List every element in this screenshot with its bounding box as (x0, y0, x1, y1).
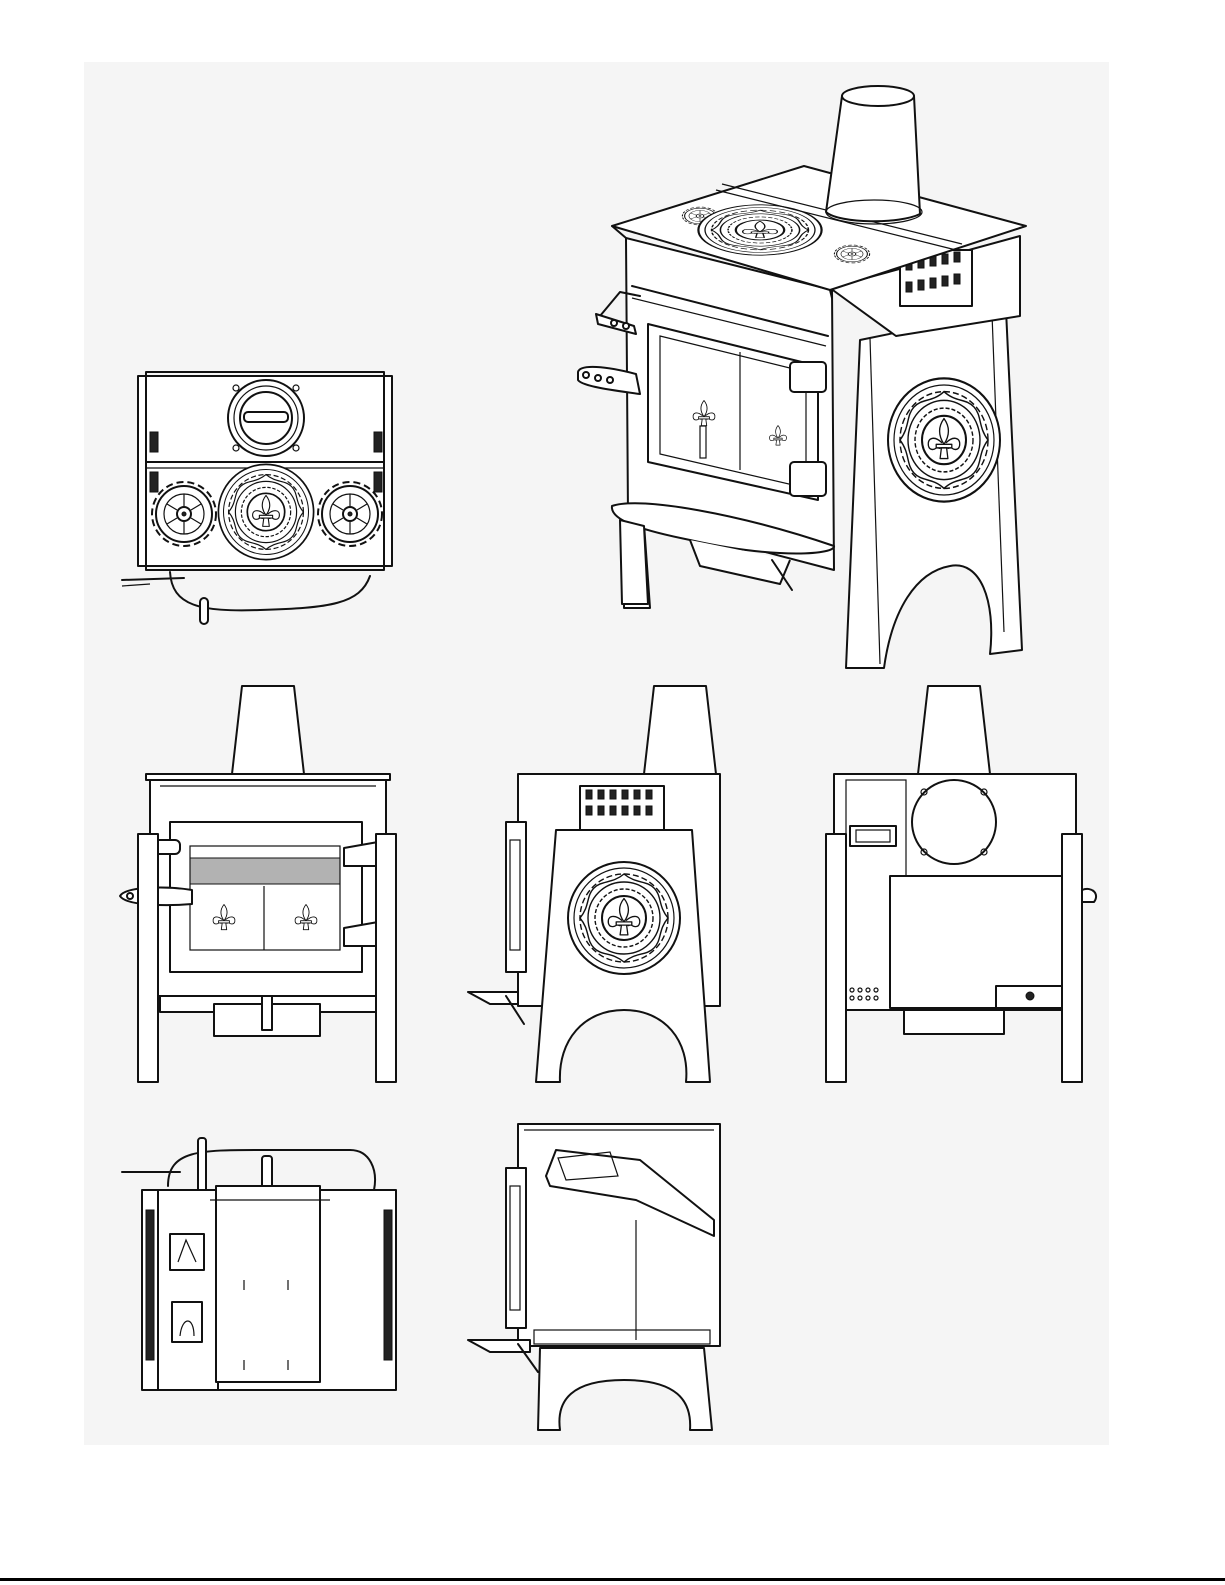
stove-bottom-view-icon (122, 1138, 396, 1390)
stove-rear-view-icon (826, 686, 1096, 1082)
stove-side-view-icon (468, 686, 720, 1082)
stove-top-view-icon (122, 372, 392, 624)
stove-front-view-icon (120, 686, 396, 1082)
stove-section-view-icon (468, 1124, 720, 1430)
stove-isometric-view-icon (578, 86, 1026, 668)
